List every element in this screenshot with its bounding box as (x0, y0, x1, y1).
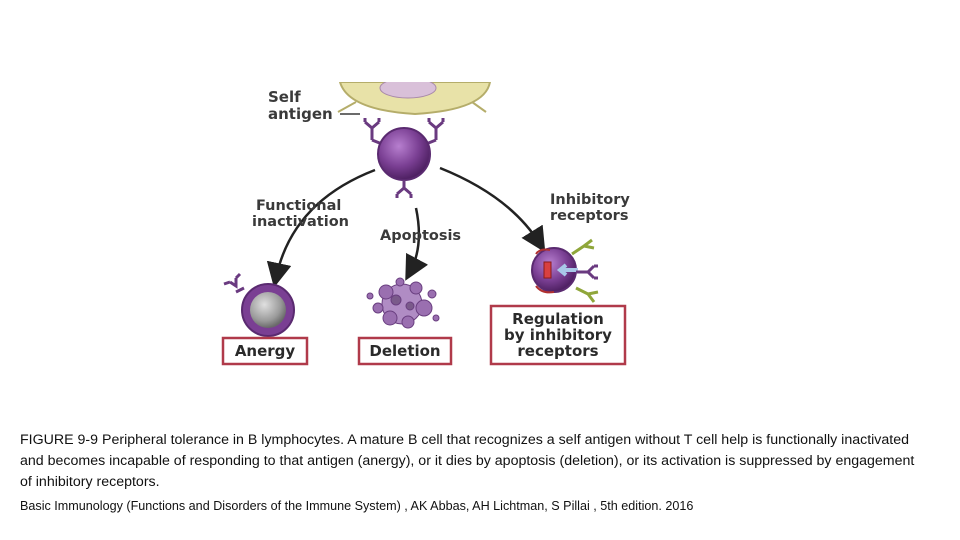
arrow-to-deletion (405, 207, 429, 281)
deletion-label: Deletion (369, 342, 440, 360)
anergy-label: Anergy (235, 342, 296, 360)
self-antigen-label-1: Self (268, 88, 301, 106)
arrow-to-anergy (266, 168, 376, 288)
regulation-label-1: Regulation (512, 310, 604, 328)
self-antigen-label-2: antigen (268, 105, 333, 123)
apoptotic-cell-fragments (366, 277, 440, 329)
arrow-to-regulation (439, 166, 546, 253)
inhibitory-label-2: receptors (550, 208, 628, 224)
inhibitory-receptor-icons (571, 238, 599, 303)
bcr-receptor-left (363, 118, 383, 146)
mature-b-cell (377, 127, 431, 181)
caption-text: FIGURE 9-9 Peripheral tolerance in B lym… (20, 432, 915, 490)
bcr-receptor-regulated (576, 264, 598, 280)
functional-label-1: Functional (256, 198, 341, 214)
caption-reference: Basic Immunology (Functions and Disorder… (20, 499, 694, 513)
bcr-receptor-right (425, 118, 445, 146)
regulated-b-cell (531, 247, 578, 294)
tolerance-diagram: Self antigen Functional inactivation Apo… (210, 82, 650, 372)
diagram-canvas: Self antigen Functional inactivation Apo… (221, 82, 630, 366)
inhibitory-label-1: Inhibitory (550, 192, 630, 208)
functional-label-2: inactivation (252, 214, 349, 230)
apoptosis-label: Apoptosis (380, 228, 461, 244)
regulation-label-3: receptors (517, 342, 598, 360)
deletion-box: Deletion (357, 336, 453, 366)
anergic-b-cell (223, 272, 295, 337)
anergy-box: Anergy (221, 336, 309, 366)
regulation-label-2: by inhibitory (504, 326, 612, 344)
self-antigen-cell (337, 82, 492, 116)
regulation-box: Regulation by inhibitory receptors (489, 304, 627, 366)
bcr-receptor-bottom (395, 180, 413, 198)
figure-caption: FIGURE 9-9 Peripheral tolerance in B lym… (20, 430, 920, 513)
